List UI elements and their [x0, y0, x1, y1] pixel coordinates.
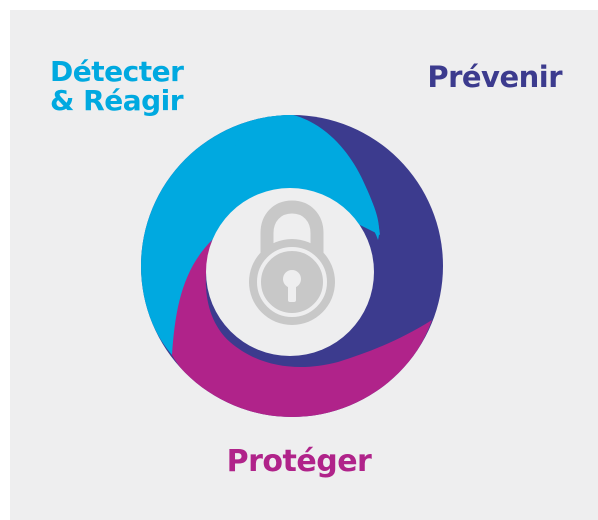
padlock-keyhole-slot [288, 282, 296, 302]
padlock-keyhole [283, 270, 301, 288]
padlock-inner-ring [257, 247, 327, 317]
label-detect-line1: Détecter [50, 55, 184, 88]
ring-segment-protect [172, 240, 432, 417]
padlock-icon [249, 200, 335, 325]
label-protect: Protéger [226, 444, 372, 479]
ring-segment-detect-upper [230, 115, 380, 235]
label-prevent: Prévenir [427, 60, 562, 94]
label-detect-react: Détecter & Réagir [50, 55, 184, 118]
padlock-shackle [260, 200, 324, 253]
label-detect-line2: & Réagir [50, 84, 184, 118]
